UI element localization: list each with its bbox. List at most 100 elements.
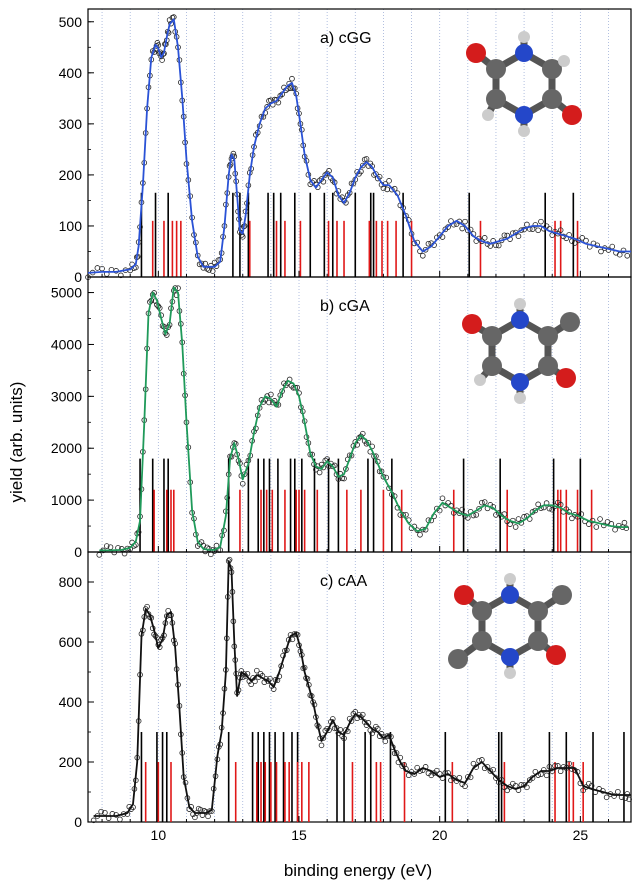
- data-point: [211, 548, 218, 554]
- data-point: [624, 791, 631, 797]
- data-point: [386, 178, 392, 184]
- data-point: [566, 760, 572, 767]
- molecule-cGA-icon: [462, 298, 580, 404]
- data-point: [273, 97, 280, 103]
- data-point: [103, 543, 110, 549]
- data-point: [532, 507, 539, 514]
- x-axis-label: binding energy (eV): [284, 861, 432, 880]
- data-point: [98, 808, 104, 815]
- data-point: [425, 240, 432, 247]
- data-point: [487, 768, 494, 774]
- data-point: [609, 243, 616, 250]
- data-point: [434, 767, 440, 774]
- data-point: [623, 525, 630, 531]
- data-point: [400, 512, 406, 518]
- data-point: [598, 248, 604, 255]
- data-point: [495, 242, 502, 249]
- fit-curve: [93, 560, 631, 817]
- data-point: [524, 221, 530, 228]
- y-tick-label: 5000: [51, 285, 82, 301]
- data-point: [580, 787, 586, 794]
- data-point: [121, 550, 128, 557]
- y-tick-label: 400: [59, 694, 83, 710]
- data-point: [481, 235, 488, 241]
- data-point: [557, 768, 564, 775]
- data-point: [529, 775, 536, 781]
- data-point: [459, 225, 465, 232]
- data-point: [209, 268, 216, 274]
- y-axis-label: yield (arb. units): [7, 382, 26, 503]
- x-tick-label: 20: [432, 827, 448, 843]
- data-point: [292, 384, 299, 391]
- y-tick-label: 0: [74, 814, 82, 830]
- data-point: [560, 764, 567, 770]
- data-point: [597, 516, 603, 522]
- data-point: [476, 505, 482, 512]
- y-tick-label: 2000: [51, 440, 82, 456]
- data-point: [481, 499, 488, 505]
- data-point: [316, 469, 323, 476]
- data-point: [359, 162, 366, 169]
- data-point: [493, 512, 499, 518]
- data-point: [422, 246, 429, 253]
- data-point: [420, 252, 426, 259]
- data-point: [229, 153, 236, 159]
- y-tick-label: 3000: [51, 388, 82, 404]
- data-point: [593, 524, 600, 530]
- y-tick-label: 0: [74, 544, 82, 560]
- data-point: [175, 285, 181, 291]
- data-point: [207, 808, 213, 814]
- data-point: [268, 391, 274, 398]
- data-point: [555, 499, 561, 506]
- plot-frame: [87, 8, 632, 278]
- data-point: [603, 794, 610, 801]
- data-point: [459, 506, 465, 513]
- data-point: [526, 777, 533, 783]
- data-point: [575, 237, 582, 244]
- data-point: [90, 817, 97, 824]
- y-tick-label: 800: [59, 574, 83, 590]
- data-point: [382, 738, 389, 745]
- data-point: [501, 232, 508, 239]
- data-point: [615, 788, 621, 795]
- data-point: [359, 711, 366, 718]
- fit-curve: [87, 18, 631, 274]
- data-point: [405, 772, 412, 779]
- data-point: [512, 524, 519, 530]
- y-tick-label: 500: [59, 14, 83, 30]
- data-point: [230, 150, 237, 157]
- data-point: [417, 531, 423, 538]
- data-point: [543, 772, 550, 779]
- data-point: [495, 510, 502, 516]
- data-point: [239, 480, 246, 487]
- data-point: [318, 742, 325, 749]
- y-tick-label: 1000: [51, 492, 82, 508]
- data-point: [621, 519, 628, 526]
- y-tick-label: 100: [59, 218, 83, 234]
- data-point: [549, 506, 556, 513]
- y-tick-label: 600: [59, 634, 83, 650]
- data-point: [144, 603, 150, 610]
- data-point: [445, 770, 451, 776]
- panel-title: a) cGG: [320, 30, 372, 47]
- data-point: [611, 793, 617, 799]
- data-point: [275, 99, 282, 106]
- molecule-cGG-icon: [466, 31, 582, 137]
- data-point: [208, 262, 214, 269]
- data-point: [380, 473, 387, 480]
- data-point: [532, 222, 539, 228]
- data-point: [341, 475, 347, 482]
- data-point: [569, 515, 575, 522]
- data-point: [515, 233, 522, 239]
- data-point: [557, 227, 564, 233]
- y-tick-label: 400: [59, 65, 83, 81]
- data-point: [538, 218, 544, 225]
- molecule-cAA-icon: [448, 573, 572, 679]
- data-point: [479, 499, 485, 506]
- plot-frame: [87, 551, 632, 823]
- data-point: [445, 224, 451, 230]
